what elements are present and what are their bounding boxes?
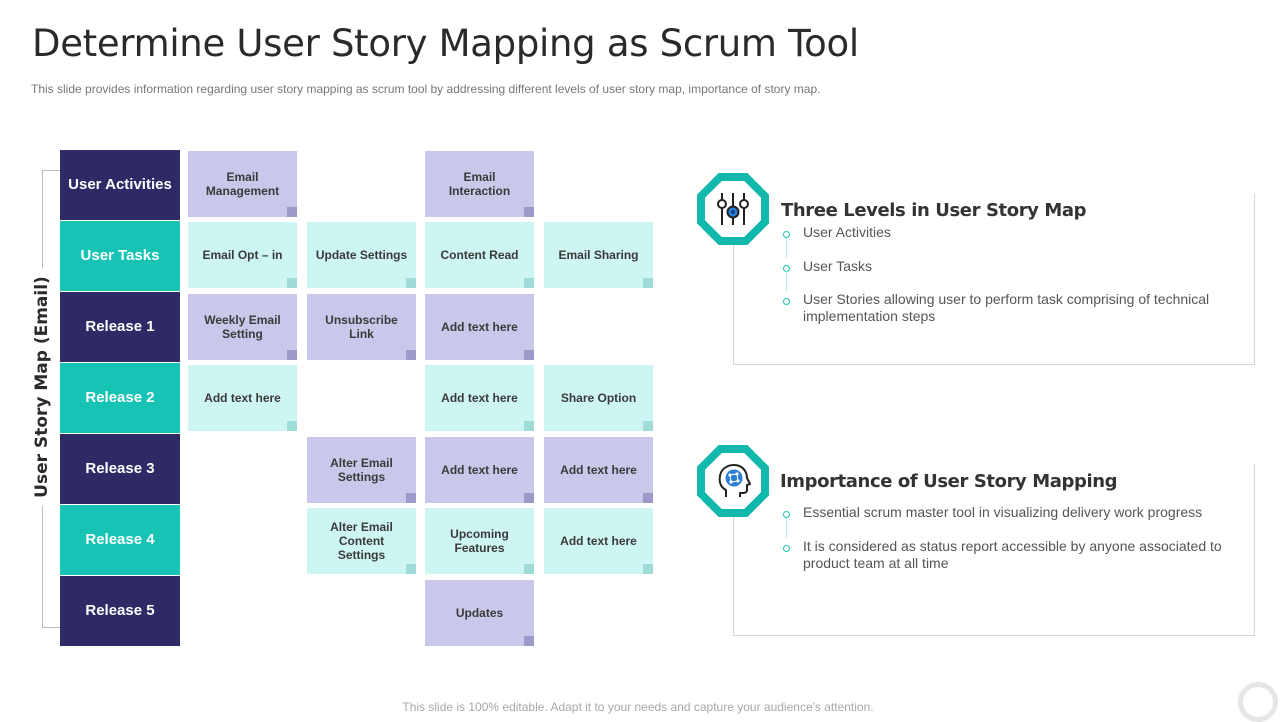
list-item: It is considered as status report access… (783, 518, 1233, 572)
slide-title: Determine User Story Mapping as Scrum To… (32, 22, 859, 65)
levels-heading: Three Levels in User Story Map (781, 200, 1087, 221)
importance-list: Essential scrum master tool in visualizi… (783, 504, 1233, 572)
story-card: Add text here (188, 365, 297, 431)
story-card: Add text here (425, 365, 534, 431)
list-item: Essential scrum master tool in visualizi… (783, 504, 1233, 521)
slide-footer: This slide is 100% editable. Adapt it to… (402, 700, 874, 714)
row-label-release-3: Release 3 (60, 434, 180, 504)
row-label-release-2: Release 2 (60, 363, 180, 433)
axis-label-text: User Story Map (Email) (32, 268, 52, 506)
story-card: Share Option (544, 365, 653, 431)
list-item: User Tasks (783, 238, 1233, 275)
head-network-icon (718, 464, 751, 497)
row-label-user-activities: User Activities (60, 150, 180, 220)
levels-badge (697, 173, 769, 245)
story-card: Alter Email Settings (307, 437, 416, 503)
slide-subtitle: This slide provides information regardin… (31, 82, 821, 96)
importance-panel-frame (733, 464, 1255, 636)
story-card: Updates (425, 580, 534, 646)
row-label-release-4: Release 4 (60, 505, 180, 575)
story-card: Weekly Email Setting (188, 294, 297, 360)
levels-list: User Activities User Tasks User Stories … (783, 224, 1233, 325)
corner-ring-decoration (1238, 682, 1278, 722)
story-card: Content Read (425, 222, 534, 288)
story-card: Add text here (425, 437, 534, 503)
story-card: Update Settings (307, 222, 416, 288)
story-card: Email Opt – in (188, 222, 297, 288)
list-item: User Stories allowing user to perform ta… (783, 271, 1233, 325)
row-label-release-5: Release 5 (60, 576, 180, 646)
list-item: User Activities (783, 224, 1233, 241)
story-card: Email Sharing (544, 222, 653, 288)
story-card: Alter Email Content Settings (307, 508, 416, 574)
levels-panel-frame (733, 194, 1255, 365)
story-card: Email Management (188, 151, 297, 217)
story-card: Add text here (425, 294, 534, 360)
story-card: Add text here (544, 508, 653, 574)
row-label-release-1: Release 1 (60, 292, 180, 362)
sliders-icon (717, 193, 749, 225)
story-card: Unsubscribe Link (307, 294, 416, 360)
story-card: Upcoming Features (425, 508, 534, 574)
story-card: Add text here (544, 437, 653, 503)
row-label-user-tasks: User Tasks (60, 221, 180, 291)
story-card: Email Interaction (425, 151, 534, 217)
importance-heading: Importance of User Story Mapping (780, 471, 1118, 492)
importance-badge (697, 445, 769, 517)
